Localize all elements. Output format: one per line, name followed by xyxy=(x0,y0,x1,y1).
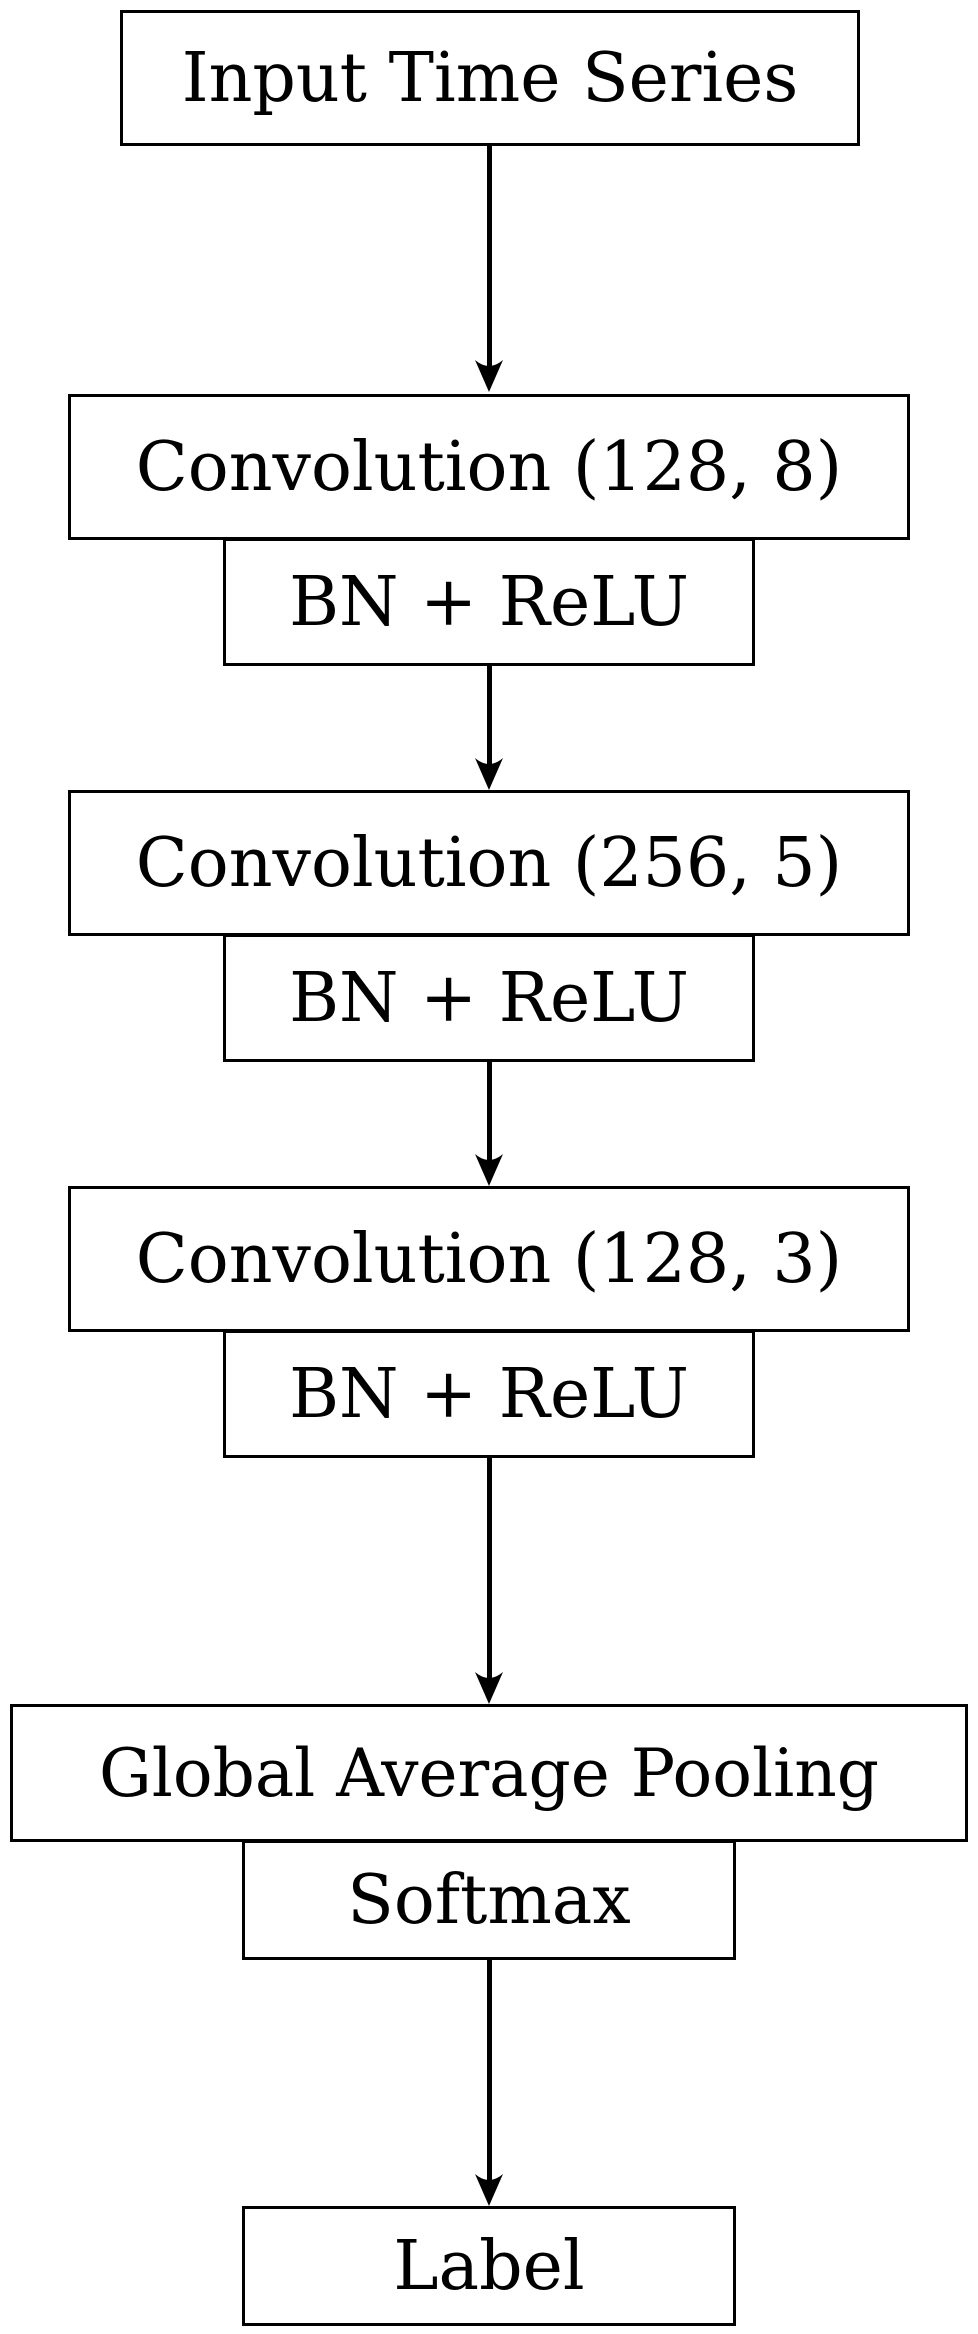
bn-relu-block-3: BN + ReLU xyxy=(223,1330,755,1458)
arrow-block1-to-block2 xyxy=(475,666,503,790)
bn-relu-block-2: BN + ReLU xyxy=(223,934,755,1062)
conv-block-2: Convolution (256, 5) xyxy=(68,790,910,936)
global-average-pooling-node: Global Average Pooling xyxy=(10,1704,968,1842)
conv-block-3: Convolution (128, 3) xyxy=(68,1186,910,1332)
bn-relu-block-1-label: BN + ReLU xyxy=(289,562,689,642)
softmax-node: Softmax xyxy=(242,1840,736,1960)
conv-block-1: Convolution (128, 8) xyxy=(68,394,910,540)
bn-relu-block-1: BN + ReLU xyxy=(223,538,755,666)
output-label: Label xyxy=(393,2226,585,2306)
input-label: Input Time Series xyxy=(181,38,799,118)
bn-relu-block-2-label: BN + ReLU xyxy=(289,958,689,1038)
arrow-softmax-to-label xyxy=(475,1960,503,2206)
pooling-label: Global Average Pooling xyxy=(99,1734,879,1812)
softmax-label: Softmax xyxy=(347,1860,631,1940)
bn-relu-block-3-label: BN + ReLU xyxy=(289,1354,689,1434)
output-label-node: Label xyxy=(242,2206,736,2326)
arrow-block2-to-block3 xyxy=(475,1062,503,1186)
conv-block-3-label: Convolution (128, 3) xyxy=(135,1219,843,1299)
conv-block-2-label: Convolution (256, 5) xyxy=(135,823,843,903)
input-node: Input Time Series xyxy=(120,10,860,146)
conv-block-1-label: Convolution (128, 8) xyxy=(135,427,843,507)
arrow-block3-to-pooling xyxy=(475,1458,503,1704)
arrow-input-to-conv1 xyxy=(475,146,503,392)
